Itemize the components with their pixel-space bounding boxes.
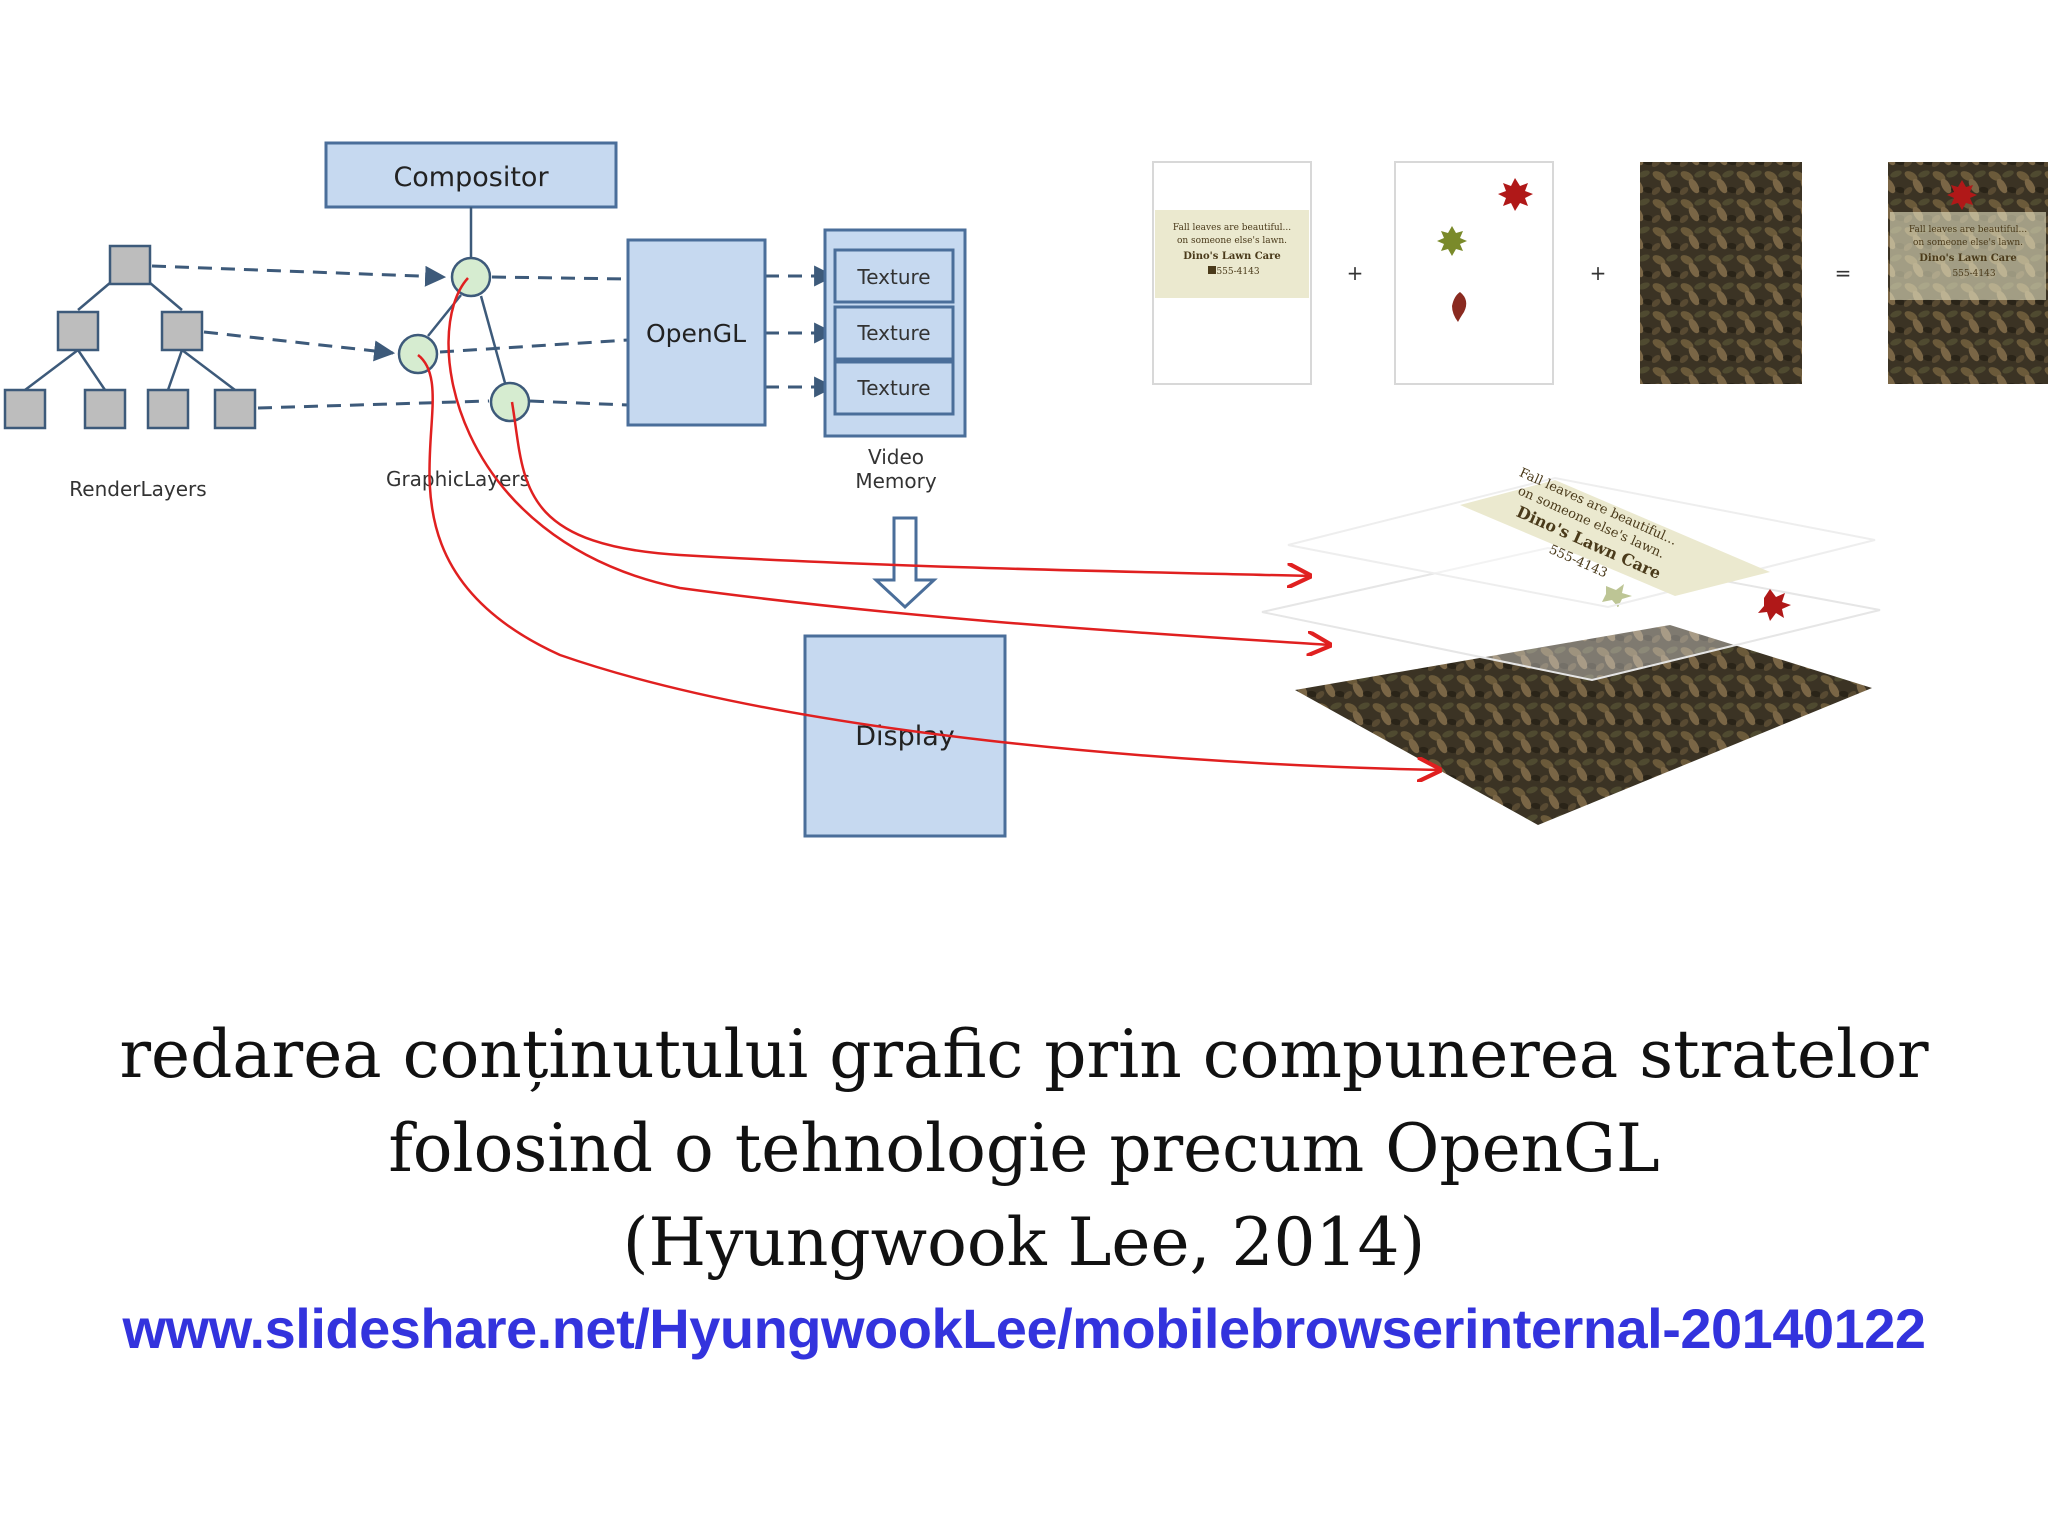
render-layer-node: [160, 310, 204, 352]
render-layer-node: [146, 388, 190, 430]
postit-note-plane: [1460, 480, 1770, 596]
caption-line: folosind o tehnologie precum OpenGL: [388, 1110, 1660, 1187]
red-leaf-icon: [1947, 180, 1977, 210]
mapping-arrow: [417, 354, 1440, 770]
compositor: Compositor GraphicLayers: [324, 141, 618, 491]
postit-layer-thumbnail: Fall leaves are beautiful... on someone …: [1152, 161, 1312, 385]
opengl-box: [626, 238, 767, 427]
down-arrow-icon: [872, 516, 938, 610]
phone-icon: [1208, 266, 1216, 274]
video-memory-block: Texture Texture Texture Video Memory: [823, 228, 967, 493]
plus-operator: +: [1590, 261, 1607, 285]
texture-box: [833, 305, 955, 361]
render-layer-node: [213, 388, 257, 430]
postit-line: Fall leaves are beautiful...: [1173, 223, 1291, 233]
texture-label: Texture: [856, 321, 930, 345]
graphic-layers-label: GraphicLayers: [386, 467, 530, 491]
compositor-label: Compositor: [393, 162, 549, 193]
opengl-block: OpenGL: [626, 238, 767, 427]
leaves-layer-thumbnail: [1394, 161, 1554, 385]
background-layer-thumbnail: [1640, 162, 1802, 384]
graphic-layer-node: [397, 333, 439, 375]
caption-line: redarea conținutului grafic prin compune…: [119, 1016, 1929, 1093]
texture-box: [833, 360, 955, 416]
brown-leaf-icon: [1452, 292, 1467, 322]
mapping-arrow: [447, 277, 1330, 645]
video-memory-label: Video: [868, 445, 924, 469]
postit-line: 555-4143: [1216, 267, 1259, 277]
layer-composition-diagram: RenderLayers Compositor GraphicLayers Op…: [3, 141, 2048, 838]
postit-line: 555-4143: [1952, 269, 1995, 279]
render-layers-tree: RenderLayers: [3, 244, 257, 501]
green-leaf-icon: [1437, 226, 1467, 256]
texture-label: Texture: [856, 376, 930, 400]
texture-box: [833, 248, 955, 304]
background-layer-plane: [1295, 625, 1872, 825]
postit-line: Fall leaves are beautiful...: [1909, 225, 2027, 235]
caption-citation: (Hyungwook Lee, 2014): [622, 1204, 1426, 1281]
red-leaf-icon: [1498, 178, 1533, 211]
render-layer-node: [3, 388, 47, 430]
exploded-layer-stack: Fall leaves are beautiful... on someone …: [1261, 466, 1881, 825]
layer-mapping-arrows: [417, 277, 1440, 770]
render-layer-node: [56, 310, 100, 352]
render-layer-node: [108, 244, 152, 286]
source-link[interactable]: www.slideshare.net/HyungwookLee/mobilebr…: [122, 1297, 1926, 1360]
render-layers-label: RenderLayers: [69, 477, 206, 501]
mapping-arrow: [510, 401, 1310, 576]
texture-label: Texture: [856, 265, 930, 289]
postit-line: on someone else's lawn.: [1913, 238, 2023, 248]
display-box: [803, 634, 1007, 838]
graphic-layer-node: [450, 256, 492, 298]
postit-line: Dino's Lawn Care: [1183, 251, 1281, 262]
display-block: Display: [803, 634, 1007, 838]
graphic-layer-node: [489, 381, 531, 423]
render-layer-node: [83, 388, 127, 430]
composited-result-thumbnail: Fall leaves are beautiful... on someone …: [1888, 162, 2048, 384]
layer-thumbnails: Fall leaves are beautiful... on someone …: [1152, 161, 2048, 385]
red-leaf-icon: [1758, 589, 1791, 621]
dashed-connectors: [151, 264, 836, 410]
opengl-label: OpenGL: [646, 319, 746, 348]
postit-line: on someone else's lawn.: [1177, 236, 1287, 246]
equals-operator: =: [1835, 261, 1852, 285]
plus-operator: +: [1347, 261, 1364, 285]
postit-line: Dino's Lawn Care: [1919, 253, 2017, 264]
video-memory-label: Memory: [855, 469, 937, 493]
